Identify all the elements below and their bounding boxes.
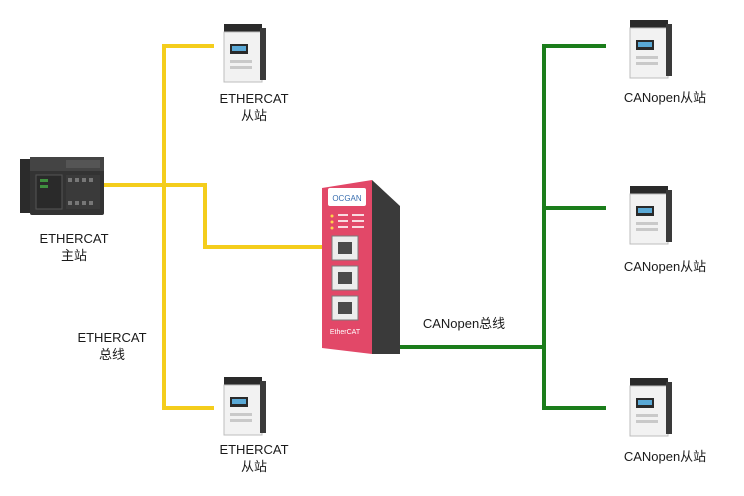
- ethercat-slave-top-line2: 从站: [240, 108, 267, 123]
- canopen-slave-top-icon: [629, 20, 672, 79]
- ethercat-bus-lines: [104, 44, 324, 410]
- ethercat-master-link: [104, 183, 324, 249]
- ethercat-slave-top-line1: ETHERCAT: [219, 91, 289, 106]
- canopen-bus-lines: [378, 44, 606, 410]
- master-label-line1: ETHERCAT: [39, 231, 109, 246]
- ethercat-slave-bottom-line1: ETHERCAT: [219, 442, 289, 457]
- master-label: ETHERCAT 主站: [24, 230, 124, 264]
- plc-master-icon: [20, 157, 104, 215]
- ethercat-slave-top-icon: [223, 24, 266, 83]
- canopen-slave-bottom-icon: [629, 378, 672, 437]
- gateway-brand: OCGAN: [332, 194, 362, 203]
- ethercat-bus-label-line1: ETHERCAT: [77, 330, 147, 345]
- canopen-slave-middle-label: CANopen从站: [623, 259, 707, 274]
- ethercat-slave-bottom-icon: [223, 377, 266, 436]
- gateway-model: EtherCAT: [330, 329, 361, 336]
- canopen-slave-middle-icon: [629, 186, 672, 245]
- ethercat-slave-top-label: ETHERCAT 从站: [204, 90, 304, 124]
- canopen-slave-top-label: CANopen从站: [623, 90, 707, 105]
- ethercat-bus-label: ETHERCAT 总线: [62, 329, 162, 363]
- master-label-line2: 主站: [60, 248, 87, 263]
- canopen-bus-label: CANopen总线: [422, 316, 506, 331]
- gateway-device-icon: OCGAN EtherCAT: [322, 180, 400, 354]
- ethercat-slave-bottom-line2: 从站: [240, 459, 267, 474]
- ethercat-slave-bottom-label: ETHERCAT 从站: [204, 441, 304, 475]
- ethercat-bus-label-line2: 总线: [98, 347, 125, 362]
- canopen-slave-bottom-label: CANopen从站: [623, 449, 707, 464]
